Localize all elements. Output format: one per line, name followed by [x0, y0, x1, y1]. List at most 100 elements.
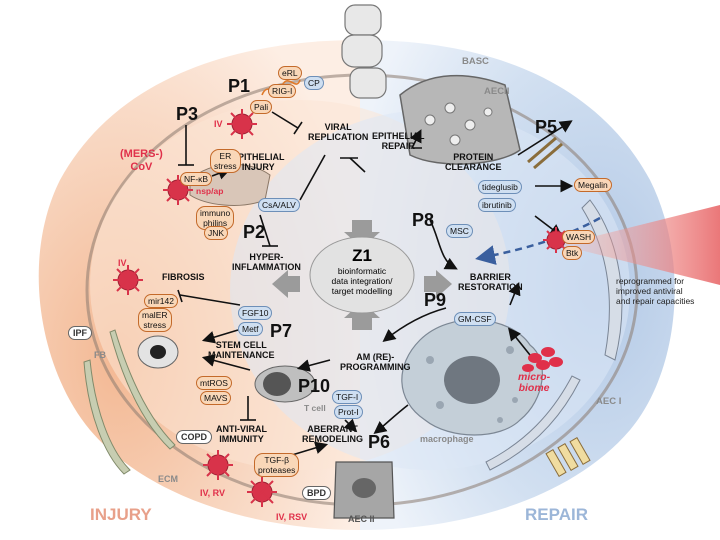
nf-kb-pill: NF-κB	[180, 172, 213, 186]
project-p10: P10	[298, 376, 331, 396]
macrophage-label: macrophage	[420, 434, 474, 444]
ecm-label: ECM	[158, 474, 178, 484]
msc-pill: MSC	[446, 224, 473, 238]
btk-pill: Btk	[562, 246, 583, 260]
arrow-clearance-p5	[517, 120, 573, 156]
csa-alv-pill: CsA/ALV	[258, 198, 300, 212]
arrow-metf-stem	[201, 329, 239, 344]
z1-line3: target modelling	[331, 286, 393, 296]
arrow-pali-viral	[271, 111, 299, 129]
gm-csf-pill: GM-CSF	[454, 312, 496, 326]
z1-title: Z1	[352, 246, 372, 265]
project-p6: P6	[368, 432, 391, 452]
hyper-inflammation-label: HYPER-INFLAMMATION	[232, 252, 301, 272]
project-p2: P2	[243, 222, 266, 242]
fibroblast-cells	[83, 329, 176, 475]
erl-pill: eRL	[278, 66, 302, 80]
aecii-cell	[399, 74, 521, 165]
project-p7: P7	[270, 321, 293, 341]
mavs-pill: MAVS	[200, 391, 232, 405]
arrow-gm-barrier	[508, 282, 521, 306]
aec2-label: AEC II	[348, 514, 375, 524]
injury-label: INJURY	[90, 505, 152, 524]
repair-label: REPAIR	[525, 505, 588, 524]
nsp-ap-label: nsp/ap	[196, 186, 224, 196]
t-cell-label: T cell	[304, 403, 326, 413]
iv-rsv-label: IV, RSV	[276, 512, 308, 522]
project-p5: P5	[535, 117, 558, 137]
copd-badge: COPD	[176, 430, 213, 444]
bpd-badge: BPD	[302, 486, 332, 500]
arrow-prot-remodel	[343, 418, 358, 433]
iv-rv-label: IV, RV	[200, 488, 226, 498]
iv-top-label: IV	[214, 119, 223, 129]
z1-line2: data integration/	[331, 276, 393, 286]
arrow-microbiome-gm	[508, 327, 531, 356]
am-reprogramming-label: AM (RE)-PROGRAMMING	[340, 352, 411, 372]
metf-pill: Metf	[238, 322, 263, 336]
prot-i-pill: Prot-I	[334, 405, 363, 419]
center-flow-arrows	[272, 220, 452, 330]
aecii-granules	[424, 102, 493, 146]
tgf-i-pill: TGF-I	[332, 390, 363, 404]
mers-cov-label: (MERS-)CoV	[120, 148, 163, 173]
ibrutinib-pill: ibrutinib	[478, 198, 516, 212]
fibrosis-label: FIBROSIS	[162, 272, 205, 282]
arrow-p8-barrier	[429, 219, 458, 270]
fgf10-pill: FGF10	[238, 306, 273, 320]
arrow-fgf-fibrosis	[179, 294, 241, 306]
project-p3: P3	[176, 104, 199, 124]
arrow-csa-viral	[299, 154, 326, 201]
project-p1: P1	[228, 76, 251, 96]
basc-cells	[341, 4, 387, 99]
z1-center: Z1 bioinformatic data integration/ targe…	[312, 246, 412, 296]
tideglusib-pill: tideglusib	[478, 180, 522, 194]
p5-channel	[527, 136, 563, 170]
wash-pill: WASH	[562, 230, 596, 244]
arrow-tcell-stem	[201, 354, 251, 371]
arrow-tgfb-remodel	[291, 441, 329, 456]
z1-line1: bioinformatic	[337, 266, 387, 276]
project-p9: P9	[424, 290, 447, 310]
reprogram-beam	[560, 205, 720, 285]
arrow-csa-hyper	[259, 214, 271, 247]
aec1-channel	[545, 437, 591, 477]
arrow-p9-am	[382, 307, 447, 342]
rig-i-pill: RIG-I	[268, 84, 297, 98]
z1-oval	[309, 236, 415, 314]
pali-pill: Pali	[250, 100, 273, 114]
project-p8: P8	[412, 210, 435, 230]
aecii-label: AECII	[484, 86, 510, 97]
dashed-msc-arrow	[475, 216, 601, 265]
cp-pill: CP	[304, 76, 324, 90]
megalin-pill: Megalin	[574, 178, 612, 192]
jnk-pill: JNK	[204, 226, 229, 240]
arrow-am-tcell	[296, 359, 331, 372]
arrow-repair-epi	[409, 129, 422, 149]
microbiome-label: micro-biome	[518, 371, 551, 394]
arrow-macro-remodel	[373, 404, 409, 434]
arrow-viral-epi-repair	[349, 157, 366, 173]
mir142-pill: mir142	[144, 294, 178, 308]
mtros-pill: mtROS	[196, 376, 232, 390]
macrophage-nucleus	[444, 356, 500, 404]
aec1-label: AEC I	[596, 396, 622, 407]
ipf-badge: IPF	[68, 326, 93, 340]
fb-label: FB	[94, 350, 106, 360]
iv-mid-label: IV	[118, 258, 127, 268]
microbiome-cluster	[522, 347, 563, 372]
basc-label: BASC	[462, 56, 489, 67]
